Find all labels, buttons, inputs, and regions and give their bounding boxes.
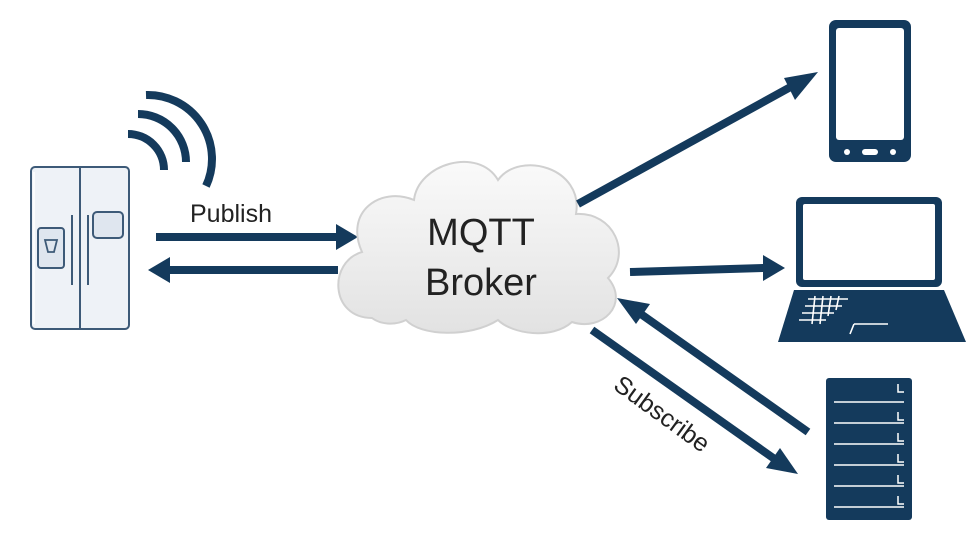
smartphone-icon [829, 20, 911, 162]
refrigerator-icon [30, 166, 130, 330]
return-arrow [148, 257, 338, 283]
subscribe-arrow [617, 298, 811, 436]
server-icon [826, 378, 912, 520]
deliver-arrow [589, 326, 798, 474]
broker-title-line2: Broker [425, 262, 537, 304]
laptop-icon [778, 197, 966, 342]
arrow-to-laptop [629, 255, 785, 281]
mqtt-broker-cloud [337, 161, 620, 335]
broker-title-line1: MQTT [427, 212, 535, 254]
publish-arrow [156, 224, 358, 250]
arrow-to-smartphone [576, 72, 818, 208]
wifi-signal-icon [127, 90, 216, 188]
publish-label: Publish [190, 200, 272, 228]
